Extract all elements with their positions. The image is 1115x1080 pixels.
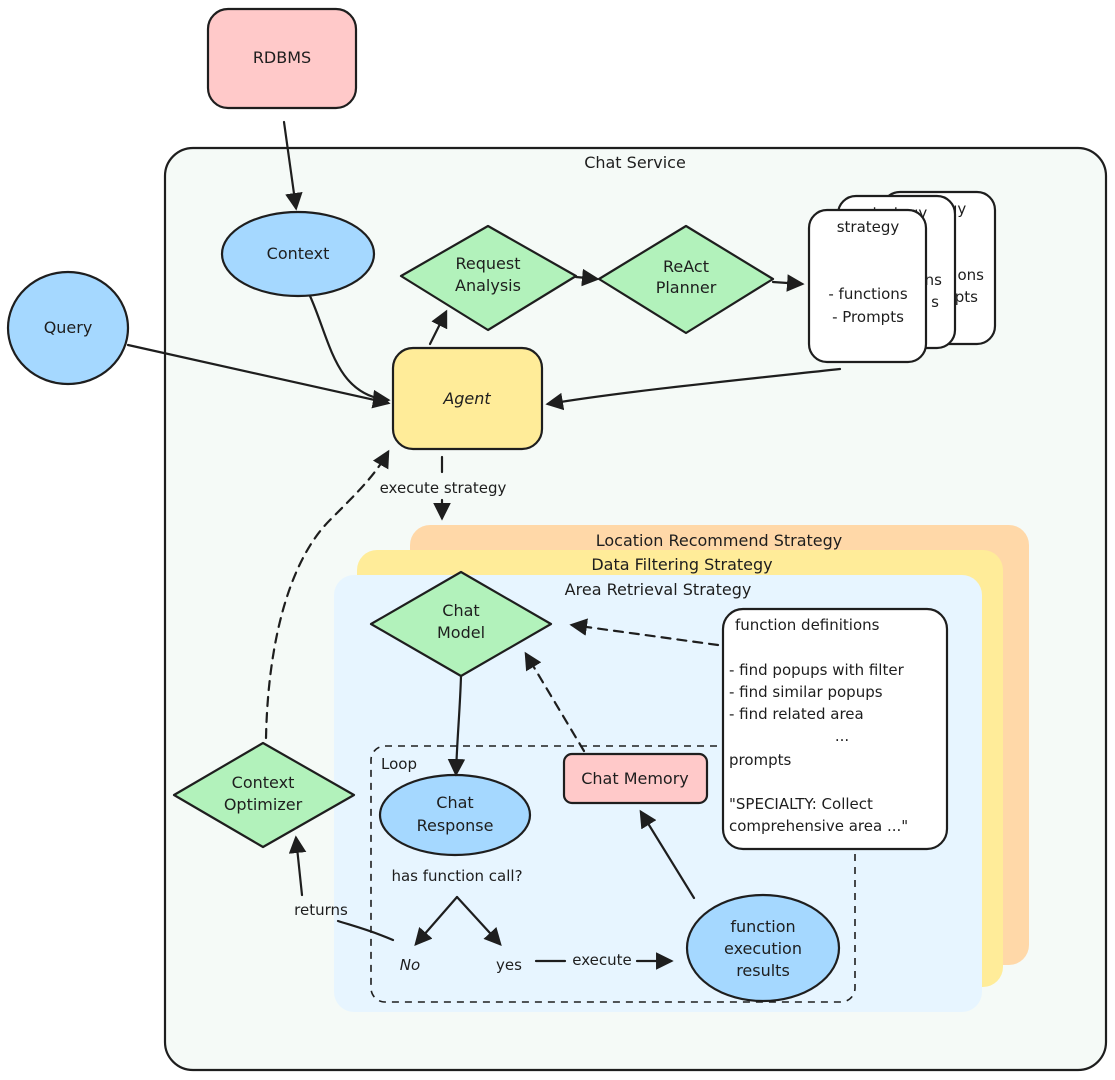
agent-label: Agent — [442, 389, 491, 408]
edge-decision-no — [414, 895, 459, 946]
strategy-card-back-pts: pts — [955, 288, 978, 306]
function-results-line-1: function — [730, 917, 795, 936]
loop-label: Loop — [381, 755, 417, 773]
context-optimizer-node: Context Optimizer — [172, 741, 356, 849]
chat-memory-label: Chat Memory — [581, 769, 689, 788]
edge-no-returns — [336, 919, 395, 942]
chat-service-label: Chat Service — [584, 153, 686, 172]
returns-label: returns — [294, 901, 348, 919]
function-results-node: function execution results — [685, 893, 841, 1003]
data-filtering-strategy-label: Data Filtering Strategy — [591, 555, 772, 574]
strategy-card-functions: - functions — [828, 285, 907, 303]
strategy-card-back-s: s — [931, 293, 939, 311]
request-analysis-line-1: Request — [456, 254, 521, 273]
function-box-line-5: - find related area — [729, 705, 864, 723]
react-planner-node: ReAct Planner — [597, 224, 775, 335]
edge-strategy-agent — [545, 367, 842, 411]
execute-label: execute — [572, 951, 631, 969]
query-label: Query — [44, 318, 93, 337]
edge-query-agent — [126, 343, 391, 409]
request-analysis-node: Request Analysis — [399, 224, 578, 332]
edge-react-strategy — [771, 274, 805, 292]
chat-model-line-2: Model — [437, 623, 485, 642]
context-optimizer-line-2: Optimizer — [224, 795, 303, 814]
has-function-call-label: has function call? — [391, 867, 522, 885]
strategy-card-back-ons: ons — [958, 266, 985, 284]
yes-label: yes — [496, 956, 522, 974]
rdbms-label: RDBMS — [253, 48, 311, 67]
location-strategy-label: Location Recommend Strategy — [596, 531, 843, 550]
chat-model-line-1: Chat — [442, 601, 479, 620]
strategy-card-back-ns: ns — [925, 271, 943, 289]
function-results-line-3: results — [736, 961, 790, 980]
chat-memory-node: Chat Memory — [562, 752, 709, 805]
function-box-line-6: ... — [835, 727, 849, 745]
loop-group: Loop — [370, 745, 856, 1003]
edge-rdbms-context — [282, 120, 303, 211]
no-label: No — [400, 956, 420, 974]
execute-strategy-label: execute strategy — [380, 479, 507, 497]
function-box-line-4: - find similar popups — [729, 683, 883, 701]
function-box-line-9: "SPECIALTY: Collect — [729, 795, 873, 813]
query-node: Query — [6, 270, 130, 386]
function-box-line-1: function definitions — [735, 616, 880, 634]
chat-model-node: Chat Model — [369, 570, 553, 678]
edge-results-memory — [639, 809, 696, 900]
strategy-card-stack: strategy ons pts strategy ns s strategy … — [807, 190, 997, 364]
context-node: Context — [220, 210, 376, 298]
edge-chat-model-response — [447, 674, 466, 777]
edge-returns-optimizer — [288, 835, 307, 897]
react-planner-line-1: ReAct — [663, 257, 709, 276]
rdbms-node: RDBMS — [206, 7, 358, 110]
function-box-line-3: - find popups with filter — [729, 661, 905, 679]
context-optimizer-line-1: Context — [232, 773, 295, 792]
function-results-line-2: execution — [724, 939, 802, 958]
edge-decision-yes — [455, 895, 502, 946]
chat-response-line-1: Chat — [436, 793, 473, 812]
function-box-line-7: prompts — [729, 751, 792, 769]
react-planner-line-2: Planner — [656, 278, 717, 297]
edge-request-react — [574, 268, 600, 287]
chat-response-line-2: Response — [417, 816, 494, 835]
area-retrieval-strategy-label: Area Retrieval Strategy — [565, 580, 752, 599]
request-analysis-line-2: Analysis — [455, 276, 521, 295]
function-box-line-10: comprehensive area ..." — [729, 817, 908, 835]
edge-agent-request-analysis — [428, 309, 448, 346]
edge-optimizer-agent — [264, 449, 390, 740]
function-definitions-box: function definitions - find popups with … — [721, 607, 949, 851]
chat-response-node: Chat Response — [378, 773, 532, 857]
edge-memory-chat-model — [524, 651, 586, 753]
edge-functions-chat-model — [569, 618, 720, 647]
strategy-card-prompts: - Prompts — [832, 308, 904, 326]
context-label: Context — [267, 244, 330, 263]
agent-node: Agent — [391, 346, 544, 451]
strategy-card-title: strategy — [837, 218, 900, 236]
